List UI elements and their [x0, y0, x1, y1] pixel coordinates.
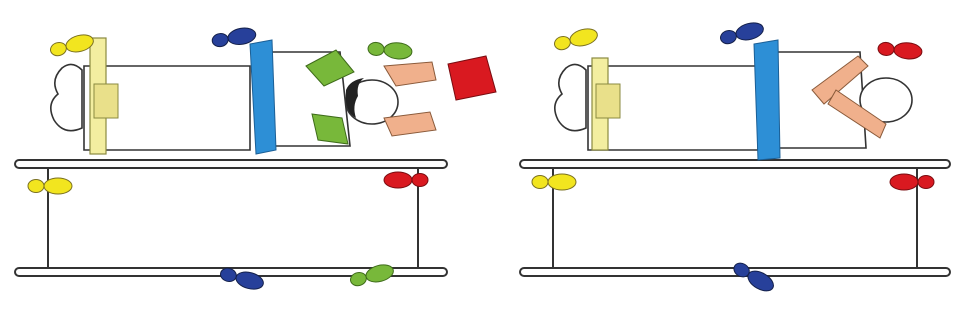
left-red-footprint-bottom — [384, 172, 428, 188]
left-green-hand-bottom — [312, 114, 348, 144]
left-yellow-footprint-bottom — [28, 178, 72, 194]
left-panel — [15, 26, 496, 292]
right-stretcher — [520, 160, 950, 276]
left-yellow-footprint-top — [49, 32, 96, 59]
left-arm-upper — [384, 62, 436, 86]
right-red-footprint-bottom — [890, 174, 934, 190]
right-yellow-footprint-bottom — [532, 174, 576, 190]
left-stretcher — [15, 160, 447, 276]
left-red-cap — [448, 56, 496, 100]
left-blue-sheet — [250, 40, 276, 154]
right-blue-sheet — [754, 40, 780, 160]
left-green-footprint-bottom — [349, 262, 396, 289]
right-red-footprint-top — [877, 40, 922, 60]
left-green-footprint-top — [367, 40, 412, 60]
right-yellow-footprint-top — [553, 26, 600, 53]
right-panel — [520, 20, 950, 295]
right-strap-buckle — [596, 84, 620, 118]
left-strap-buckle — [94, 84, 118, 118]
